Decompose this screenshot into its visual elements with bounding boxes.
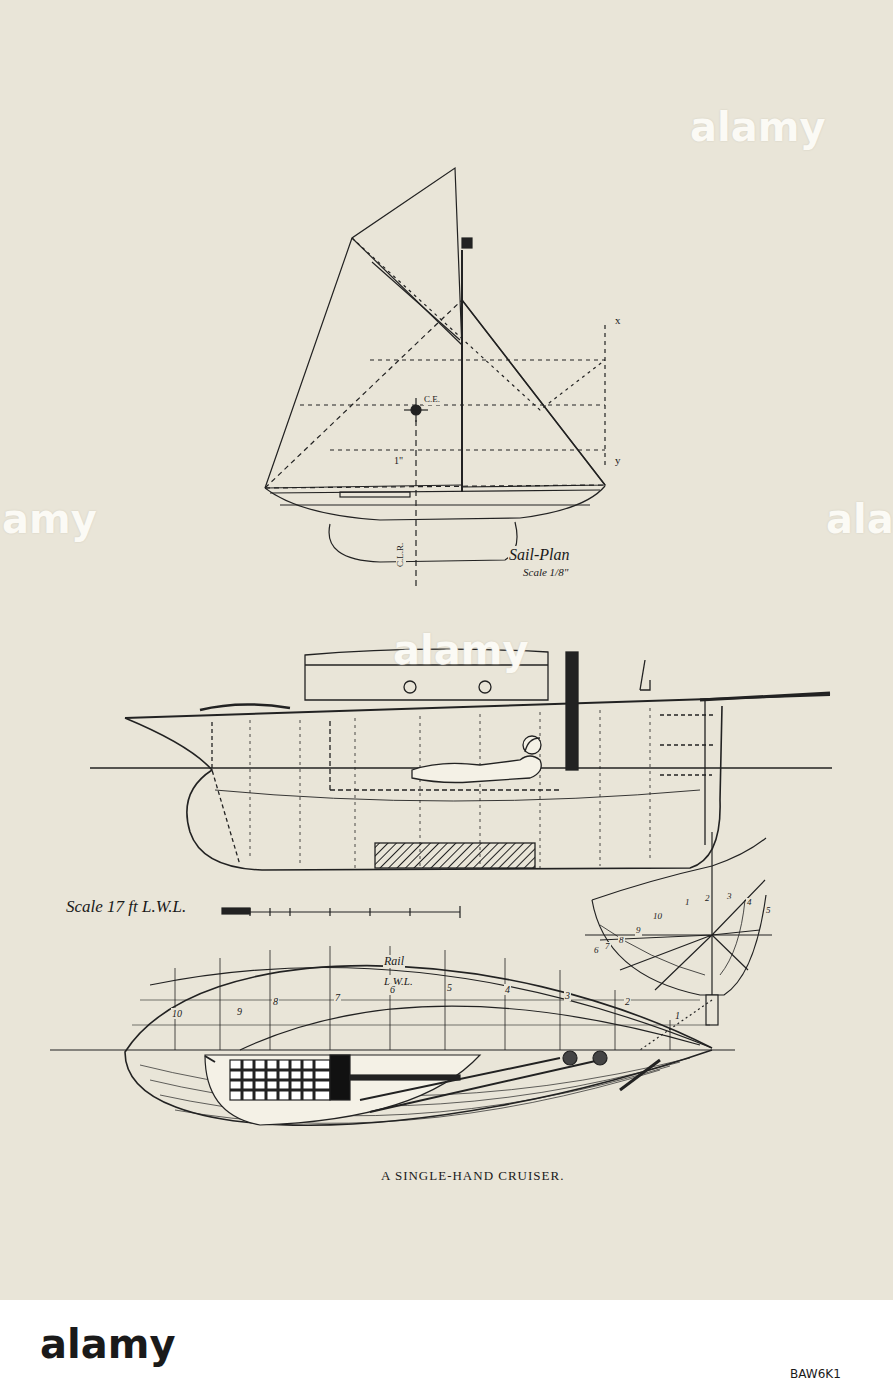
drawing-label: L.W.L. bbox=[383, 975, 414, 987]
drawing-label: x bbox=[614, 314, 622, 326]
drawing-label: 6 bbox=[593, 946, 600, 956]
scale-bar bbox=[222, 906, 460, 918]
drawing-label: Scale 17 ft L.W.L. bbox=[65, 898, 187, 917]
drawing-label: 1 bbox=[684, 898, 691, 908]
watermark: alamy bbox=[393, 628, 528, 672]
sail-plan bbox=[265, 168, 605, 590]
drawing-label: 3 bbox=[726, 892, 733, 902]
drawing-label: 1 bbox=[674, 1010, 681, 1021]
drawing-label: Sail-Plan bbox=[508, 546, 570, 564]
drawing-label: 10 bbox=[652, 912, 663, 922]
watermark: ala bbox=[826, 497, 893, 541]
watermark: alamy bbox=[690, 105, 825, 149]
watermark: amy bbox=[2, 497, 97, 541]
drawing-label: 5 bbox=[765, 906, 772, 916]
drawing-label: C.L.R. bbox=[396, 542, 406, 568]
drawing-label: 2 bbox=[704, 894, 711, 904]
drawing-label: 4 bbox=[746, 898, 753, 908]
drawing-label: 3 bbox=[564, 990, 571, 1001]
drawing-label: 9 bbox=[635, 926, 642, 936]
bottom-bar bbox=[0, 1300, 893, 1390]
drawing-label: 2 bbox=[624, 996, 631, 1007]
drawing-label: 9 bbox=[236, 1006, 243, 1017]
watermark: BAW6K1 bbox=[790, 1368, 841, 1381]
drawing-label: 1" bbox=[393, 455, 404, 466]
drawing-label: 6 bbox=[389, 984, 396, 995]
watermark: alamy bbox=[40, 1322, 175, 1366]
profile bbox=[90, 649, 832, 870]
caption: A SINGLE-HAND CRUISER. bbox=[381, 1168, 564, 1184]
drawing-label: 7 bbox=[334, 992, 341, 1003]
drawing-label: 8 bbox=[272, 996, 279, 1007]
deck-plan bbox=[50, 946, 735, 1125]
drawing-label: C.E. bbox=[423, 395, 441, 405]
body-section bbox=[585, 832, 772, 1050]
drawing-label: 10 bbox=[171, 1008, 183, 1019]
drawing-label: Rail bbox=[383, 955, 405, 968]
drawing-label: Scale 1/8" bbox=[522, 566, 569, 578]
drawing-label: 4 bbox=[504, 984, 511, 995]
drawing-label: 8 bbox=[618, 936, 625, 946]
drawing-label: 7 bbox=[604, 942, 611, 952]
drawing-label: y bbox=[614, 454, 622, 466]
drawing-label: 5 bbox=[446, 982, 453, 993]
